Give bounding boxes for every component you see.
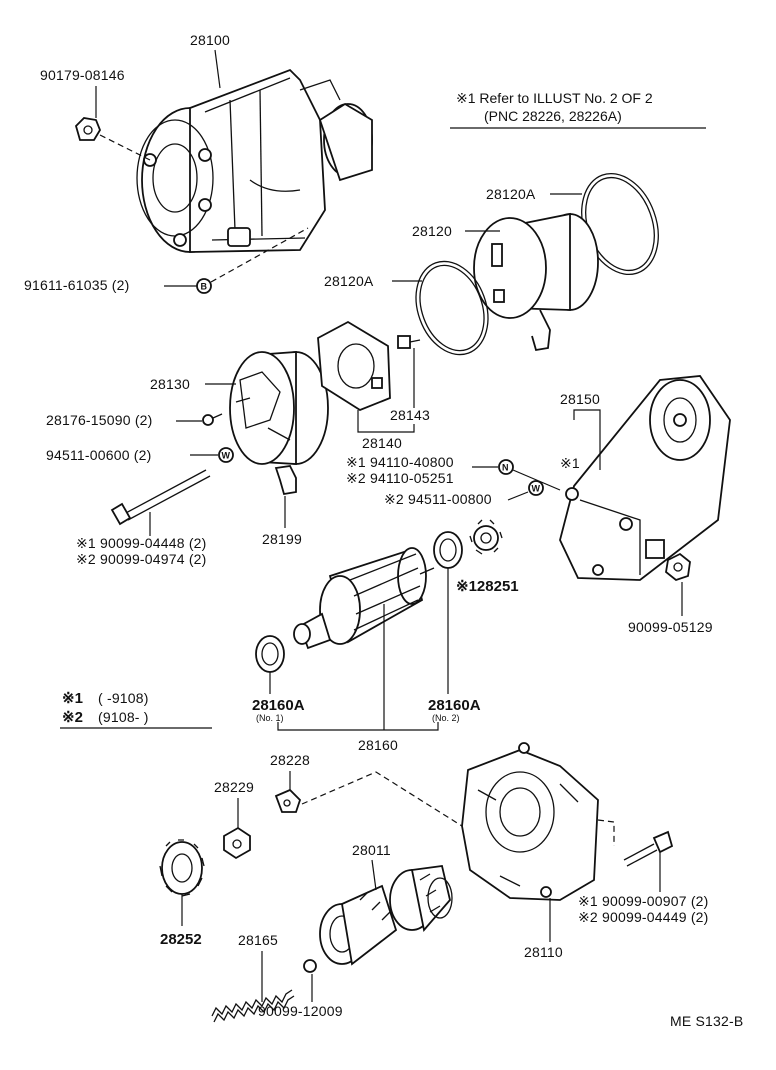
label-90099-05129: 90099-05129 (628, 619, 713, 635)
label-94511-00800: ※2 94511-00800 (384, 491, 492, 507)
label-28140: 28140 (362, 435, 402, 451)
label-28150-mark: ※1 (560, 455, 580, 471)
starter-assembly-28100 (136, 68, 373, 253)
label-28160A-left: 28160A (252, 697, 305, 714)
label-28120: 28120 (412, 223, 452, 239)
label-94110-40800: ※1 94110-40800 (346, 454, 454, 470)
legend-row2-mark: ※2 (62, 709, 83, 726)
leader-28100 (214, 49, 221, 89)
label-28100: 28100 (190, 32, 230, 48)
label-90099-04449: ※2 90099-04449 (2) (578, 909, 709, 925)
label-28176-15090: 28176-15090 (2) (46, 412, 153, 428)
leader-28160-bracket (277, 722, 439, 731)
spring-28165 (211, 989, 295, 1023)
label-94511-00600: 94511-00600 (2) (46, 447, 151, 463)
magnetic-switch-28150 (559, 375, 731, 581)
label-28160: 28160 (358, 737, 398, 753)
armature-28160 (293, 547, 435, 650)
label-28011: 28011 (352, 842, 391, 858)
note-line2: (PNC 28226, 28226A) (484, 108, 622, 124)
label-28252: 28252 (160, 931, 202, 948)
marker-w-left-letter: W (222, 451, 231, 461)
label-28120A-left: 28120A (324, 273, 374, 289)
nut-90099-05129 (665, 552, 691, 582)
marker-n-circle (498, 459, 514, 475)
dash-28228-to-housing (301, 771, 463, 827)
marker-w-right-circle (528, 480, 544, 496)
label-91611-61035: 91611-61035 (2) (24, 277, 129, 293)
label-28160A-right: 28160A (428, 697, 481, 714)
brush-28143 (397, 335, 421, 349)
label-28110: 28110 (524, 944, 563, 960)
note-line1: ※1 Refer to ILLUST No. 2 OF 2 (456, 90, 653, 106)
label-90099-00907: ※1 90099-00907 (2) (578, 893, 709, 909)
label-28120A-top: 28120A (486, 186, 536, 202)
marker-b-circle (196, 278, 212, 294)
label-90099-04974: ※2 90099-04974 (2) (76, 551, 207, 567)
marker-w-right-letter: W (532, 484, 541, 494)
label-28199: 28199 (262, 531, 302, 547)
part-28228 (274, 788, 302, 813)
label-28228: 28228 (270, 752, 310, 768)
legend-row2-value: (9108- ) (98, 709, 149, 725)
brush-holder-28140 (317, 320, 391, 412)
marker-n-letter: N (502, 463, 509, 473)
gear-28252 (159, 839, 205, 897)
label-28150: 28150 (560, 391, 600, 407)
label-28160A-right-sub: (No. 2) (432, 713, 460, 723)
part-28229 (223, 826, 251, 860)
housing-28110 (461, 742, 599, 901)
legend-row1-mark: ※1 (62, 690, 83, 707)
through-bolt (110, 469, 211, 526)
o-ring-28120A-left (415, 260, 489, 356)
footer-code: ME S132-B (670, 1013, 743, 1029)
label-90179-08146: 90179-08146 (40, 67, 125, 83)
gear-28251 (469, 519, 503, 555)
label-28160A-left-sub: (No. 1) (256, 713, 284, 723)
yoke-28120 (473, 212, 599, 352)
screw-28176-15090 (202, 413, 223, 426)
leader-n-to-case (512, 469, 561, 491)
label-28130: 28130 (150, 376, 190, 392)
label-28229: 28229 (214, 779, 254, 795)
marker-b-letter: B (201, 282, 208, 292)
bearing-28160A-right (433, 531, 463, 569)
part-28199 (274, 465, 297, 496)
ball-90099-12009 (303, 959, 317, 973)
label-90099-12009: 90099-12009 (258, 1003, 343, 1019)
leader-28011 (371, 859, 377, 891)
label-28165: 28165 (238, 932, 278, 948)
dash-b-to-starter (210, 227, 309, 283)
legend-row1-value: ( -9108) (98, 690, 149, 706)
leader-28150 (573, 409, 601, 470)
label-90099-04448: ※1 90099-04448 (2) (76, 535, 207, 551)
label-28251: ※128251 (456, 578, 519, 595)
label-94110-05251: ※2 94110-05251 (346, 470, 454, 486)
marker-w-left-circle (218, 447, 234, 463)
field-frame-28130 (229, 351, 329, 465)
leader-28140 (357, 410, 415, 433)
leader-94511-00800 (507, 491, 529, 501)
bolt-90099-00907 (623, 830, 674, 867)
dash-housing-to-bolt (597, 819, 615, 846)
label-28143: 28143 (390, 407, 430, 423)
clutch-28011 (319, 865, 453, 966)
bearing-28160A-left (255, 635, 285, 673)
nut-90179-08146 (74, 117, 102, 141)
